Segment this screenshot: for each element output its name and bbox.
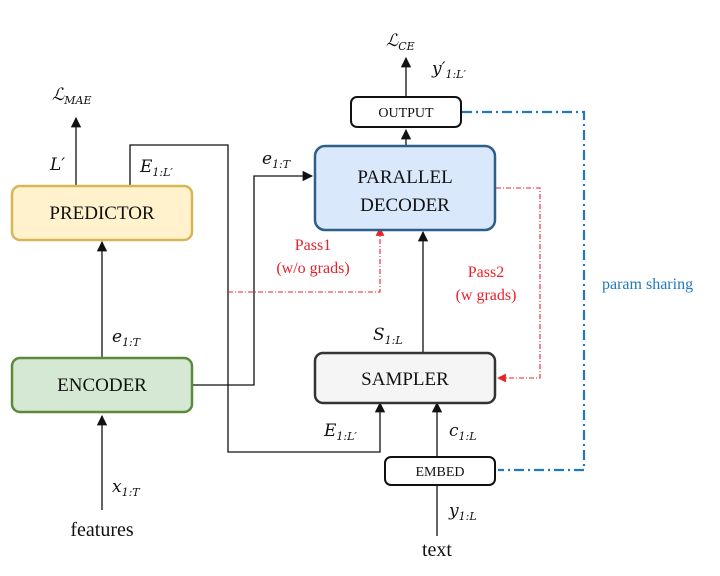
pass2-label-line2: (w grads)	[456, 287, 517, 304]
param-sharing-label: param sharing	[602, 276, 693, 293]
text-label: text	[422, 539, 452, 561]
pass2-arrow	[496, 187, 541, 383]
connections	[70, 56, 443, 536]
predictor-embedding-label: E1:L′	[139, 157, 173, 179]
encoder-output-mid-label: e1:T	[112, 327, 142, 349]
output-box: OUTPUT	[350, 96, 462, 128]
embed-label: EMBED	[416, 465, 465, 480]
loss-ce-label: ℒCE	[386, 31, 415, 53]
embed-box: EMBED	[384, 456, 496, 486]
decoder-label-line2: DECODER	[360, 195, 450, 216]
loss-mae-label: ℒMAE	[52, 85, 92, 107]
features-label: features	[70, 519, 134, 541]
encoder-output-top-label: e1:T	[262, 149, 292, 171]
output-label: OUTPUT	[378, 106, 434, 121]
pass-arrows	[228, 187, 541, 383]
length-embedding-bottom-label: E1:L′	[323, 421, 357, 443]
features-input-label: x1:T	[112, 477, 141, 499]
parallel-decoder-box: PARALLEL DECODER	[313, 144, 497, 232]
predicted-length-label: L′	[49, 155, 65, 175]
predictor-label: PREDICTOR	[49, 203, 155, 224]
predictor-length-to-sampler-arrow	[129, 144, 386, 453]
sampler-output-label: S1:L	[373, 325, 403, 347]
encoder-label: ENCODER	[57, 375, 147, 396]
sampler-box: SAMPLER	[313, 351, 497, 405]
predictor-box: PREDICTOR	[10, 184, 194, 242]
encoder-to-decoder-arrow	[192, 170, 314, 386]
text-input-label: y1:L	[448, 501, 477, 523]
embedded-text-label: c1:L	[449, 421, 477, 443]
decoder-label-line1: PARALLEL	[357, 167, 452, 188]
pass1-label-line2: (w/o grads)	[276, 260, 349, 277]
output-tokens-label: y′1:L′	[431, 59, 466, 81]
pass1-label-line1: Pass1	[295, 237, 331, 254]
encoder-box: ENCODER	[10, 356, 194, 414]
sampler-label: SAMPLER	[361, 369, 449, 390]
pass2-label-line1: Pass2	[468, 264, 504, 281]
param-sharing-link	[462, 110, 586, 472]
pass1-arrow	[228, 227, 385, 293]
